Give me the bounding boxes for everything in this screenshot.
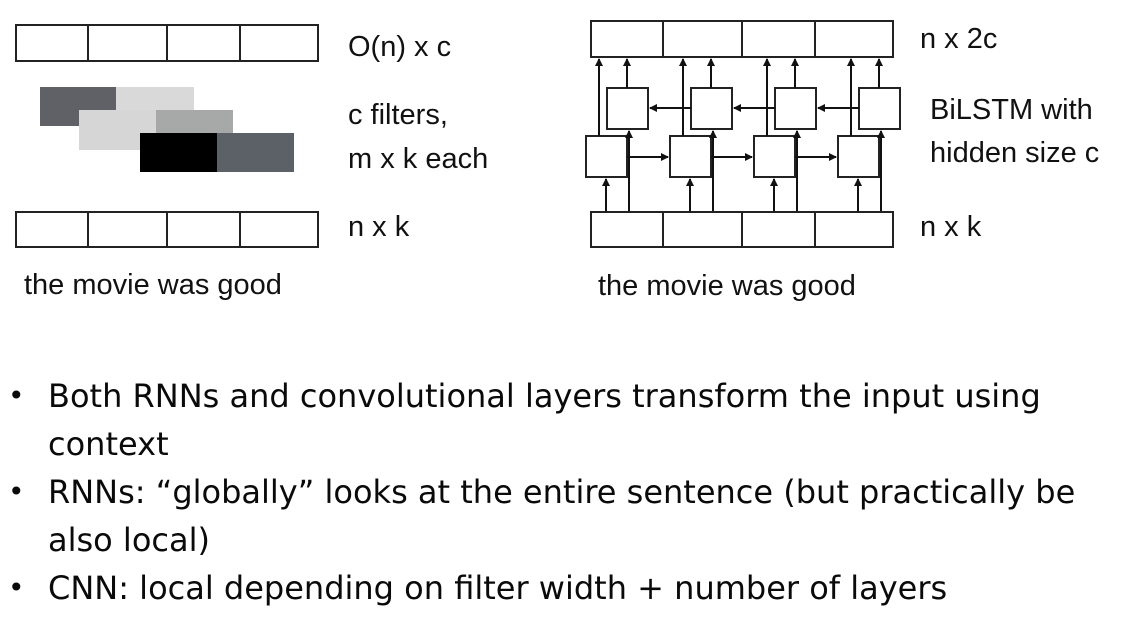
bullet-dot-icon: • bbox=[8, 571, 25, 604]
cnn-input-vector bbox=[15, 211, 319, 248]
bullet-text-line1: RNNs: “globally” looks at the entire sen… bbox=[48, 473, 1076, 511]
lstm-cell-backward-2 bbox=[690, 87, 733, 130]
lstm-cell-backward-1 bbox=[606, 87, 649, 130]
lstm-cell-backward-4 bbox=[858, 87, 901, 130]
bullet-list: • Both RNNs and convolutional layers tra… bbox=[0, 372, 1123, 612]
bilstm-output-label: n x 2c bbox=[920, 23, 997, 55]
bilstm-sentence: the movie was good bbox=[598, 270, 856, 302]
cnn-vs-bilstm-diagram: O(n) x c c filters, m x k each n x k the… bbox=[15, 20, 1099, 302]
lstm-cell-backward-3 bbox=[774, 87, 817, 130]
lstm-cell-forward-1 bbox=[585, 135, 628, 178]
lstm-cell-forward-4 bbox=[837, 135, 880, 178]
bullet-dot-icon: • bbox=[8, 475, 25, 508]
filter-3a bbox=[140, 133, 217, 172]
bullet-text-line1: Both RNNs and convolutional layers trans… bbox=[48, 377, 1041, 415]
bullet-item: • RNNs: “globally” looks at the entire s… bbox=[0, 468, 1123, 564]
bullet-item: • Both RNNs and convolutional layers tra… bbox=[0, 372, 1123, 468]
bullet-dot-icon: • bbox=[8, 379, 25, 412]
forward-lstm-cells bbox=[585, 135, 880, 178]
bilstm-label-1: BiLSTM with bbox=[930, 94, 1093, 126]
cnn-filters-label-1: c filters, bbox=[348, 99, 448, 131]
bullet-text-line2: context bbox=[48, 425, 169, 463]
bullet-text-line1: CNN: local depending on filter width + n… bbox=[48, 569, 948, 607]
cnn-sentence: the movie was good bbox=[24, 269, 282, 301]
bilstm-output-vector bbox=[590, 20, 894, 58]
cnn-output-label: O(n) x c bbox=[348, 31, 451, 63]
lstm-cell-forward-3 bbox=[753, 135, 796, 178]
cnn-input-label: n x k bbox=[348, 211, 410, 243]
bilstm-label-2: hidden size c bbox=[930, 137, 1099, 169]
filter-3b bbox=[217, 133, 294, 172]
bilstm-input-label: n x k bbox=[920, 211, 982, 243]
bullet-text-line2: also local) bbox=[48, 521, 210, 559]
cnn-output-vector bbox=[15, 24, 319, 62]
cnn-filters-label-2: m x k each bbox=[348, 143, 488, 175]
bullet-item: • CNN: local depending on filter width +… bbox=[0, 564, 1123, 612]
cnn-filters bbox=[40, 87, 294, 172]
lstm-cell-forward-2 bbox=[669, 135, 712, 178]
bilstm-arrows bbox=[595, 58, 885, 212]
bilstm-input-vector bbox=[590, 211, 894, 248]
